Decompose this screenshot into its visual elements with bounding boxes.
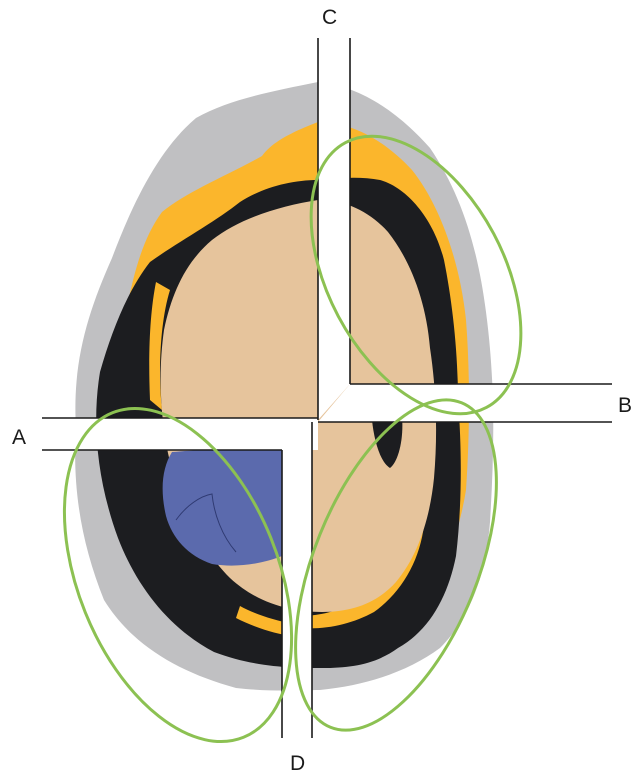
label-b: B — [618, 394, 632, 417]
label-a: A — [12, 426, 26, 449]
label-c: C — [322, 6, 337, 29]
cut-strip-vertical-upper — [318, 38, 350, 420]
label-d: D — [290, 752, 305, 775]
